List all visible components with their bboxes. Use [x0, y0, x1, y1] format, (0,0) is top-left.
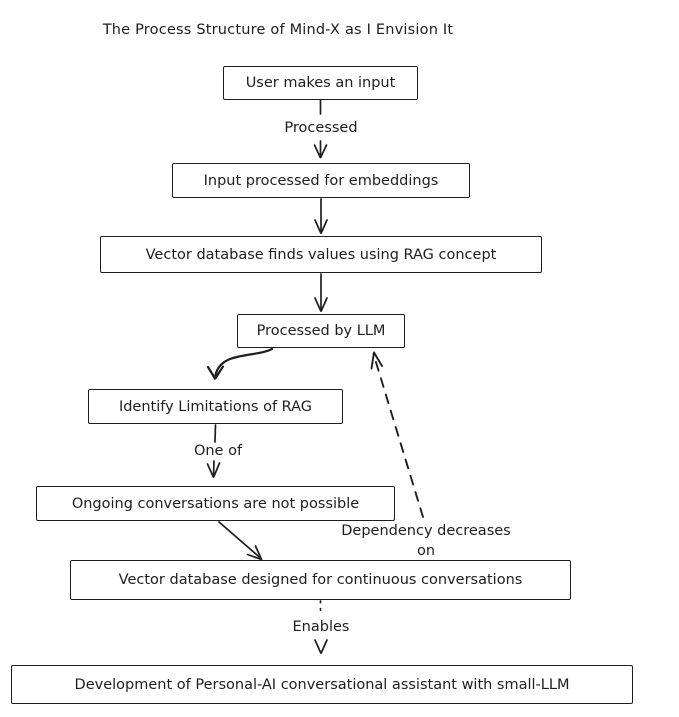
arrow-limitations-to-ongoing-line-bottom [212, 460, 215, 477]
edge-label-dependency-line2: on [416, 543, 436, 559]
arrow-llm-to-limitations-head [206, 365, 225, 380]
arrow-embeddings-to-vector-rag-head [314, 219, 328, 234]
arrow-enables-dotted-head [314, 639, 328, 654]
arrow-ongoing-to-vector-continuous-head [246, 545, 263, 561]
arrow-dependency-dashed [370, 351, 424, 518]
edge-label-enables: Enables [292, 619, 350, 635]
arrow-limitations-to-ongoing-line-top [214, 424, 217, 443]
node-development-label: Development of Personal-AI conversationa… [74, 676, 570, 693]
arrow-llm-to-limitations [206, 347, 274, 380]
node-embeddings: Input processed for embeddings [172, 163, 470, 198]
arrow-user-input-to-embeddings-head [313, 144, 328, 159]
node-user-input: User makes an input [223, 66, 418, 100]
arrow-dependency-dashed-line [372, 353, 424, 518]
arrow-vector-rag-to-llm [314, 273, 328, 312]
node-vector-continuous: Vector database designed for continuous … [70, 560, 571, 600]
arrow-llm-to-limitations-curve [214, 347, 274, 377]
edge-label-dependency-line1: Dependency decreases [341, 523, 511, 539]
node-llm-label: Processed by LLM [256, 323, 386, 339]
node-limitations: Identify Limitations of RAG [88, 389, 343, 424]
node-llm: Processed by LLM [237, 314, 405, 348]
arrow-enables-dotted [314, 600, 328, 654]
arrow-vector-rag-to-llm-head [314, 297, 328, 312]
arrow-ongoing-to-vector-continuous [218, 521, 263, 561]
node-vector-rag-label: Vector database finds values using RAG c… [145, 246, 497, 263]
edge-label-one-of: One of [193, 443, 243, 459]
diagram-title: The Process Structure of Mind-X as I Env… [102, 22, 454, 38]
edge-label-processed: Processed [284, 120, 358, 136]
node-ongoing-label: Ongoing conversations are not possible [71, 495, 360, 512]
node-vector-rag: Vector database finds values using RAG c… [100, 236, 542, 273]
arrow-ongoing-to-vector-continuous-line [218, 521, 262, 560]
node-vector-continuous-label: Vector database designed for continuous … [118, 572, 523, 588]
arrow-embeddings-to-vector-rag [314, 198, 328, 234]
node-user-input-label: User makes an input [245, 75, 396, 91]
arrow-limitations-to-ongoing-head [206, 462, 221, 478]
arrow-user-input-to-embeddings [313, 99, 328, 159]
node-development: Development of Personal-AI conversationa… [11, 665, 633, 704]
edge-label-dependency: Dependency decreases on [341, 521, 510, 561]
node-limitations-label: Identify Limitations of RAG [118, 398, 313, 415]
arrow-dependency-dashed-head [370, 351, 383, 370]
arrow-limitations-to-ongoing [206, 424, 221, 478]
node-embeddings-label: Input processed for embeddings [203, 172, 439, 189]
node-ongoing: Ongoing conversations are not possible [36, 486, 395, 521]
